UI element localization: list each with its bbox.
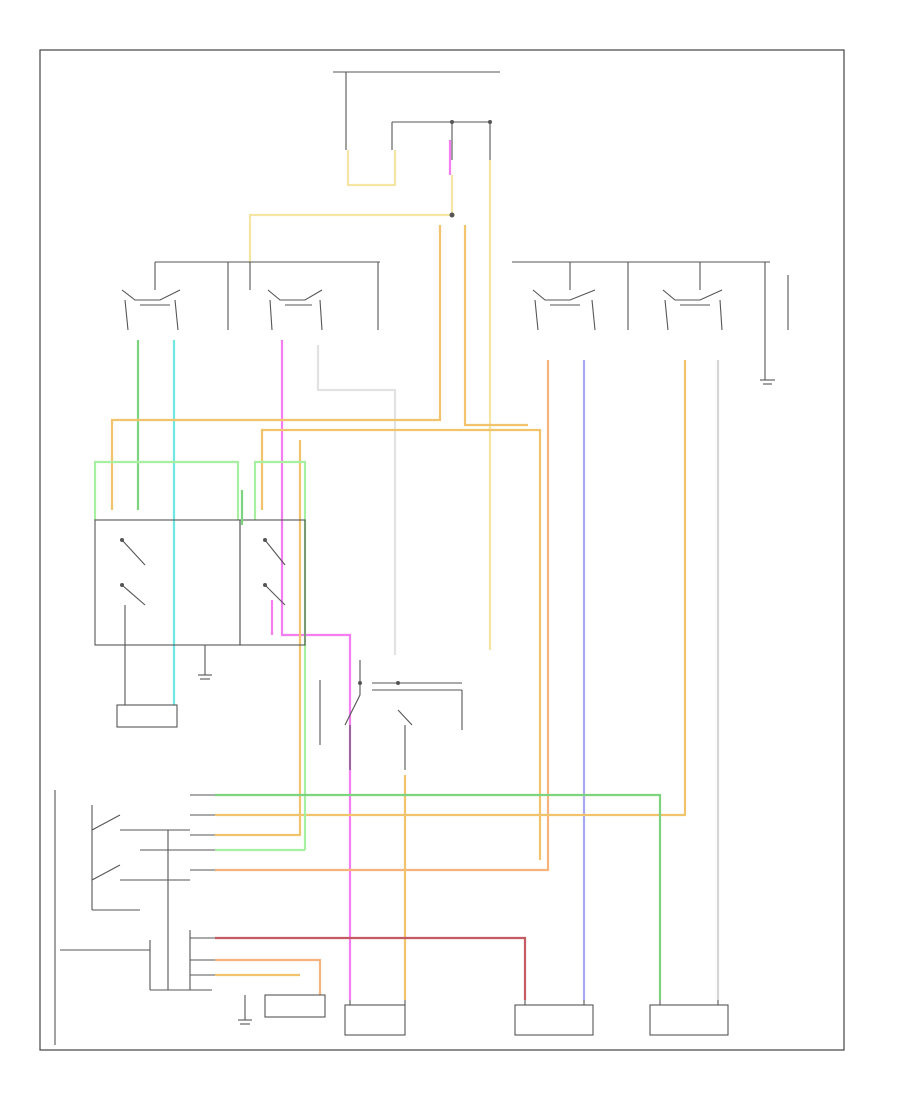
wire-green-lower xyxy=(215,793,662,1000)
diagram-frame xyxy=(39,49,845,1051)
wire-gray-mid xyxy=(316,345,397,655)
wire-red-lower xyxy=(215,936,527,1000)
wire-orange-right xyxy=(215,360,550,872)
relay-left xyxy=(94,519,241,646)
wire-tan-cross-b xyxy=(260,428,542,860)
center-lock-switch xyxy=(319,660,463,770)
actuator-right-front xyxy=(264,994,326,1018)
actuator-left-front xyxy=(116,704,178,728)
switch-left-rear xyxy=(267,289,323,331)
wire-tan-cross-c xyxy=(463,225,528,427)
wire-lightgreen-frame-left xyxy=(93,460,240,520)
switch-right-rear xyxy=(662,289,723,331)
actuator-right-rear-b xyxy=(649,1004,729,1036)
wire-tan-far-right xyxy=(215,360,687,817)
bus-right xyxy=(512,261,789,330)
switch-left-front xyxy=(121,289,181,331)
switch-right-front xyxy=(532,289,596,331)
wire-yellow-feed xyxy=(248,175,454,262)
wire-tan-cross-a xyxy=(110,225,442,510)
bus-left xyxy=(154,261,380,330)
power-distribution-top xyxy=(333,71,500,160)
wire-magenta-mid xyxy=(280,340,352,1000)
wire-yellow-fuse-loop xyxy=(346,150,397,187)
actuator-left-rear xyxy=(344,1004,406,1036)
relay-right xyxy=(239,519,306,646)
ground-module xyxy=(238,995,252,1025)
lock-module xyxy=(54,790,215,1045)
actuator-right-rear-a xyxy=(514,1004,594,1036)
wire-tan-down xyxy=(215,440,302,837)
ground-relays xyxy=(198,645,212,680)
wire-lightgreen-frame-right xyxy=(253,460,307,850)
wire-orange-short xyxy=(215,958,322,995)
ground-right-top xyxy=(760,330,775,385)
splice-top xyxy=(449,212,455,218)
